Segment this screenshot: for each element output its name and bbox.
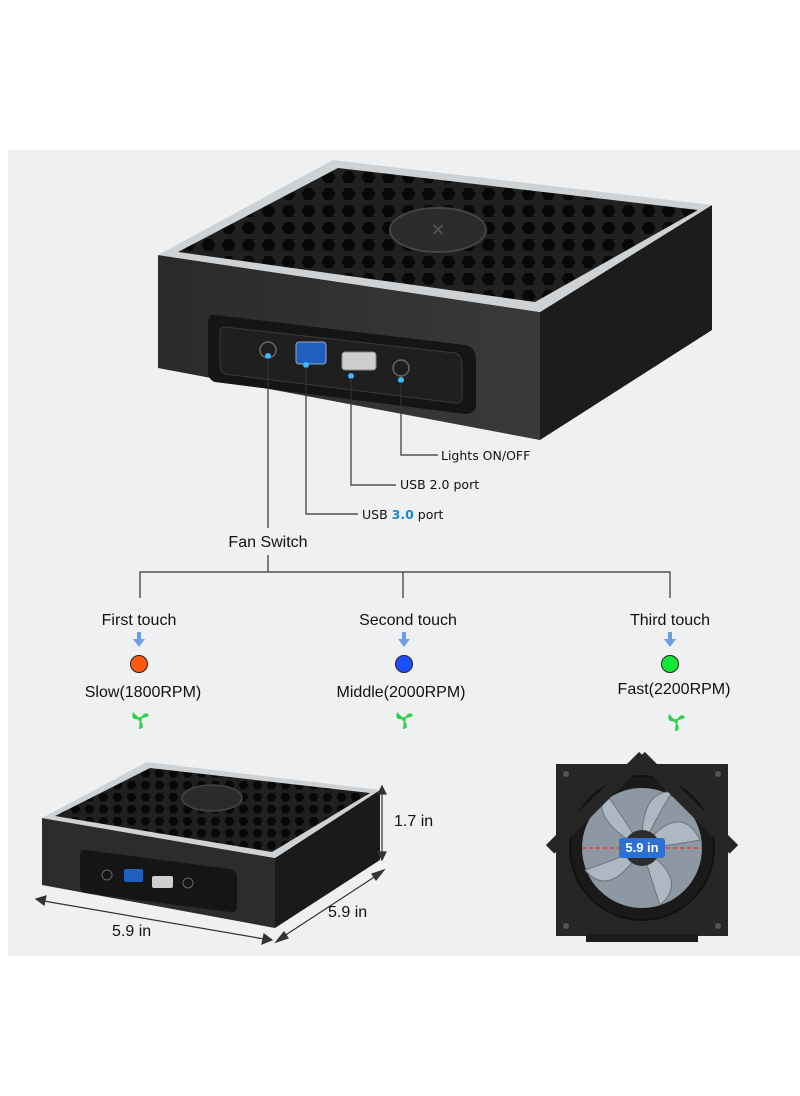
mode-touch-label: First touch: [101, 612, 177, 629]
down-arrow-icon: [133, 632, 145, 647]
speed-indicator-dot: [661, 655, 679, 673]
svg-text:✕: ✕: [430, 220, 445, 241]
fan-icon: [396, 712, 413, 729]
fan-icon: [132, 712, 149, 729]
speed-indicator-dot: [395, 655, 413, 673]
speed-indicator-dot: [130, 655, 148, 673]
fan-icon: [668, 714, 685, 731]
usb2-callout: USB 2.0 port: [400, 477, 480, 492]
usb3-prefix: USB: [362, 507, 392, 522]
usb3-version: 3.0: [391, 507, 414, 522]
console-top: ✕: [158, 160, 712, 440]
fan-switch-label: Fan Switch: [228, 534, 308, 551]
usb3-suffix: port: [413, 507, 444, 522]
dimension-lines: [34, 784, 387, 945]
callout-lines: [139, 358, 671, 598]
down-arrow-icon: [664, 632, 676, 647]
mode-speed-label: Fast(2200RPM): [617, 681, 731, 698]
mode-touch-label: Third touch: [629, 612, 711, 629]
height-dimension: 1.7 in: [394, 813, 434, 830]
mode-touch-label: Second touch: [359, 612, 457, 629]
console-small: [42, 762, 380, 928]
down-arrow-icon: [398, 632, 410, 647]
mode-speed-label: Middle(2000RPM): [336, 684, 466, 701]
lights-callout: Lights ON/OFF: [441, 448, 531, 463]
usb3-callout: USB 3.0 port: [362, 507, 443, 522]
fan-unit: [545, 751, 739, 942]
fan-diameter-label: 5.9 in: [625, 840, 659, 855]
width-dimension: 5.9 in: [112, 923, 152, 940]
mode-speed-label: Slow(1800RPM): [84, 684, 202, 701]
depth-dimension: 5.9 in: [328, 904, 368, 921]
